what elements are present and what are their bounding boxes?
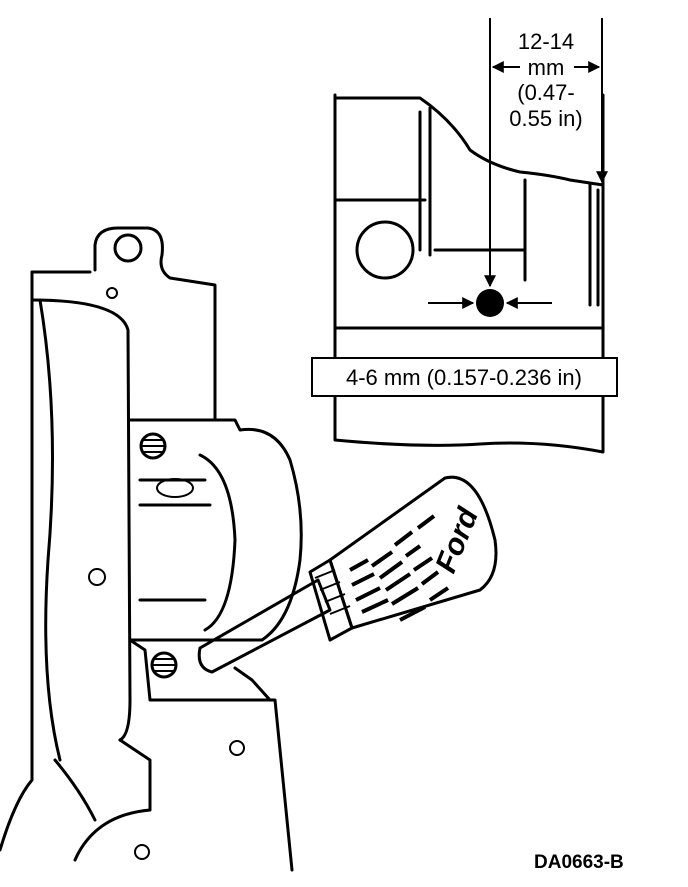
tube-brand-logo: Ford [429, 503, 485, 578]
housing-hole-4 [134, 844, 150, 860]
sealant-tube: Ford [197, 475, 498, 674]
housing-hole-3 [229, 740, 245, 756]
housing-bottom-left [53, 738, 152, 862]
housing-lug [93, 226, 217, 422]
detail-inset: 12-14 mm (0.47- 0.55 in) 4-6 mm (0.157-0… [311, 18, 618, 454]
dim-top-line1: 12-14 [518, 29, 574, 54]
dim-top-line3: (0.47- [517, 80, 574, 105]
tube-print-pattern [349, 514, 450, 622]
tube-body [328, 475, 498, 630]
sealant-bead [476, 289, 504, 317]
shaft-key [156, 478, 194, 498]
part-flange [588, 183, 600, 307]
bead-dimension-label: 4-6 mm (0.157-0.236 in) [346, 365, 582, 390]
housing-hole-1 [106, 287, 118, 299]
part-slot [418, 106, 527, 282]
housing-lower-body [128, 638, 294, 872]
inset-outline [333, 93, 605, 454]
tube-nozzle [197, 578, 332, 674]
lug-hole [113, 233, 143, 263]
bolt-hole [355, 220, 415, 280]
figure-code: DA0663-B [534, 852, 624, 873]
housing-inner-wall [38, 298, 62, 762]
threaded-hole-upper [139, 432, 167, 460]
threaded-hole-lower [150, 651, 178, 679]
retainer-face [198, 453, 237, 632]
tube-neck-ribs [314, 569, 351, 615]
transmission-housing [0, 226, 303, 872]
housing-lower-edge [233, 666, 272, 702]
bearing-retainer [128, 418, 303, 642]
dim-top-line2: mm [528, 55, 565, 80]
housing-outer-wall [30, 270, 132, 742]
dim-top-line4: 0.55 in) [509, 106, 582, 131]
housing-hole-2 [88, 568, 106, 586]
bead-label-box [311, 357, 618, 397]
housing-left-edge [0, 270, 34, 852]
